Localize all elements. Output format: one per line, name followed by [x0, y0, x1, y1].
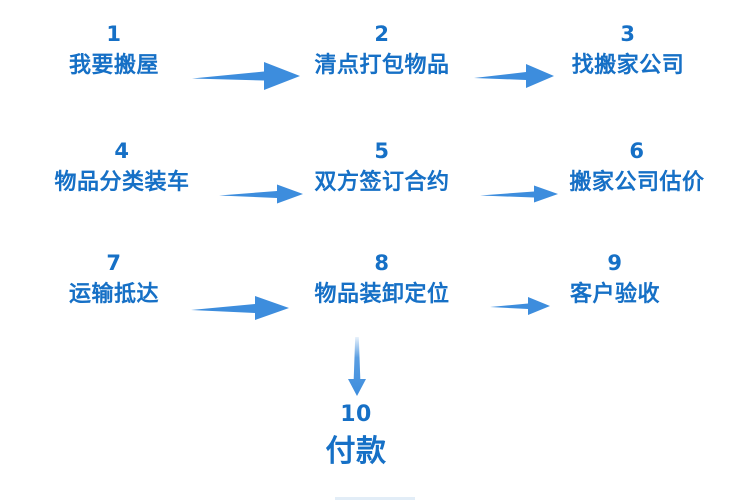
step-number-4: 4 [114, 139, 130, 163]
step-label-9: 客户验收 [569, 282, 661, 307]
step-number-2: 2 [374, 22, 390, 46]
arrow-right-8-to-9 [490, 295, 552, 317]
bottom-edge-sliver [335, 497, 415, 500]
step-node-6[interactable]: 6 搬家公司估价 [569, 139, 705, 195]
step-number-1: 1 [106, 22, 122, 46]
step-node-8[interactable]: 8 物品装卸定位 [314, 251, 450, 307]
step-number-3: 3 [620, 22, 636, 46]
step-number-8: 8 [374, 251, 390, 275]
arrow-right-7-to-8 [191, 293, 291, 323]
step-label-3: 找搬家公司 [571, 53, 685, 78]
step-node-2[interactable]: 2 清点打包物品 [314, 22, 450, 78]
step-label-10: 付款 [325, 434, 387, 469]
arrow-right-2-to-3 [474, 61, 556, 91]
step-label-2: 清点打包物品 [314, 53, 450, 78]
step-label-4: 物品分类装车 [54, 170, 190, 195]
step-node-5[interactable]: 5 双方签订合约 [314, 139, 450, 195]
step-number-5: 5 [374, 139, 390, 163]
arrow-down-8-to-10 [344, 337, 370, 397]
step-node-7[interactable]: 7 运输抵达 [68, 251, 160, 307]
step-node-3[interactable]: 3 找搬家公司 [571, 22, 685, 78]
step-label-8: 物品装卸定位 [314, 282, 450, 307]
arrow-right-5-to-6 [480, 183, 560, 205]
step-node-9[interactable]: 9 客户验收 [569, 251, 661, 307]
step-label-5: 双方签订合约 [314, 170, 450, 195]
step-node-4[interactable]: 4 物品分类装车 [54, 139, 190, 195]
step-label-1: 我要搬屋 [68, 53, 160, 78]
step-number-9: 9 [607, 251, 623, 275]
step-node-1[interactable]: 1 我要搬屋 [68, 22, 160, 78]
step-node-10[interactable]: 10 付款 [326, 404, 387, 468]
step-number-10: 10 [340, 402, 372, 427]
step-label-7: 运输抵达 [68, 282, 160, 307]
arrow-right-4-to-5 [219, 182, 305, 206]
step-number-7: 7 [106, 251, 122, 275]
arrow-right-1-to-2 [192, 59, 302, 93]
step-label-6: 搬家公司估价 [569, 170, 705, 195]
step-number-6: 6 [629, 139, 645, 163]
